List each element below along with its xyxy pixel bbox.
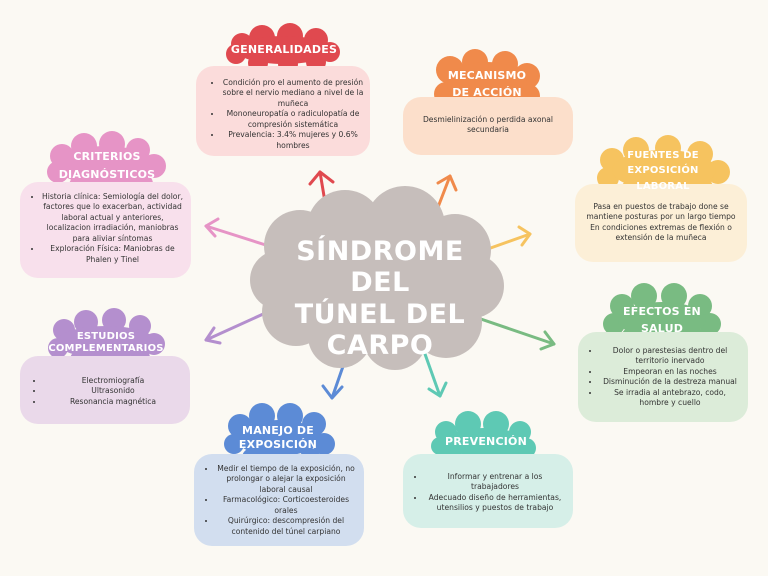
- arrow-fuentes: [483, 225, 532, 252]
- list-item: Resonancia magnética: [44, 397, 182, 407]
- mecanismo-text: Desmielinización o perdida axonal secund…: [422, 115, 554, 135]
- list-item: Farmacológico: Corticoesteroides orales: [216, 495, 356, 516]
- title-line: DIAGNÓSTICOS: [58, 168, 156, 181]
- arrow-estudios: [204, 308, 274, 345]
- list-item: Prevalencia: 3.4% mujeres y 0.6% hombres: [222, 130, 364, 151]
- prevencion-title: PREVENCIÓN: [436, 430, 536, 454]
- list-item: Exploración Física: Maniobras de Phalen …: [42, 244, 183, 265]
- title-line: CRITERIOS: [73, 150, 141, 164]
- list-item: Medir el tiempo de la exposición, no pro…: [216, 464, 356, 495]
- title-line: SALUD: [640, 322, 684, 335]
- cloud-criterios: [47, 131, 166, 199]
- efectos-list: Dolor o parestesias dentro del territori…: [584, 346, 740, 409]
- list-item: Historia clínica: Semiología del dolor, …: [42, 192, 183, 244]
- mecanismo-box: Desmielinización o perdida axonal secund…: [403, 97, 573, 155]
- fuentes-text: Pasa en puestos de trabajo done se manti…: [586, 202, 736, 243]
- list-item: Informar y entrenar a los trabajadores: [425, 472, 565, 493]
- list-item: Electromiografía: [44, 376, 182, 386]
- center-cloud: [250, 186, 504, 370]
- center-title-line: CARPO: [326, 329, 434, 361]
- list-item: Disminución de la destreza manual: [600, 377, 740, 387]
- generalidades-list: Condición pro el aumento de presión sobr…: [206, 78, 364, 151]
- list-item: Empeoran en las noches: [600, 367, 740, 377]
- title-line: ESTUDIOS: [76, 330, 136, 342]
- center-title-line: SÍNDROME DEL: [296, 236, 464, 299]
- title-line: FUENTES DE: [627, 149, 699, 161]
- center-title-line: TÚNEL DEL: [294, 298, 466, 330]
- title-line: MECANISMO: [447, 68, 527, 82]
- title-line: EXPOSICIÓN: [238, 438, 318, 451]
- fuentes-title: FUENTES DE EXPOSICIÓN LABORAL: [600, 150, 726, 192]
- list-item: Adecuado diseño de herramientas, utensil…: [425, 493, 565, 514]
- estudios-box: Electromiografía Ultrasonido Resonancia …: [20, 356, 190, 424]
- estudios-title: ESTUDIOS COMPLEMENTARIOS: [48, 326, 164, 360]
- title-line: DE ACCIÓN: [452, 86, 522, 99]
- estudios-list: Electromiografía Ultrasonido Resonancia …: [28, 376, 182, 407]
- mecanismo-title: MECANISMO DE ACCIÓN: [440, 62, 534, 106]
- prevencion-box: Informar y entrenar a los trabajadores A…: [403, 454, 573, 528]
- title-text: PREVENCIÓN: [444, 435, 527, 449]
- title-line: COMPLEMENTARIOS: [48, 343, 164, 354]
- title-text: GENERALIDADES: [230, 43, 338, 57]
- center-title: SÍNDROME DEL TÚNEL DEL CARPO: [262, 236, 498, 361]
- list-item: Ultrasonido: [44, 386, 182, 396]
- title-line: MANEJO DE: [242, 423, 314, 437]
- efectos-title: EFECTOS EN SALUD: [612, 298, 712, 342]
- list-item: Dolor o parestesias dentro del territori…: [600, 346, 740, 367]
- manejo-title: MANEJO DE EXPOSICIÓN: [230, 420, 326, 456]
- list-item: Mononeuropatía o radiculopatía de compre…: [222, 109, 364, 130]
- efectos-box: Dolor o parestesias dentro del territori…: [578, 332, 748, 422]
- prevencion-list: Informar y entrenar a los trabajadores A…: [409, 472, 565, 514]
- arrow-criterios: [204, 217, 274, 249]
- criterios-title: CRITERIOS DIAGNÓSTICOS: [52, 146, 162, 186]
- list-item: Quirúrgico: descompresión del contenido …: [216, 516, 356, 537]
- manejo-box: Medir el tiempo de la exposición, no pro…: [194, 454, 364, 546]
- fuentes-box: Pasa en puestos de trabajo done se manti…: [575, 184, 747, 262]
- title-line: EXPOSICIÓN LABORAL: [627, 165, 699, 192]
- arrow-efectos: [470, 314, 556, 351]
- criterios-list: Historia clínica: Semiología del dolor, …: [26, 192, 183, 265]
- generalidades-title: GENERALIDADES: [230, 38, 338, 62]
- manejo-list: Medir el tiempo de la exposición, no pro…: [200, 464, 356, 537]
- list-item: Se irradia al antebrazo, codo, hombre y …: [600, 388, 740, 409]
- cloud-generalidades: [226, 23, 340, 74]
- title-line: EFECTOS EN: [623, 304, 701, 318]
- criterios-box: Historia clínica: Semiología del dolor, …: [20, 182, 191, 278]
- list-item: Condición pro el aumento de presión sobr…: [222, 78, 364, 109]
- generalidades-box: Condición pro el aumento de presión sobr…: [196, 66, 370, 156]
